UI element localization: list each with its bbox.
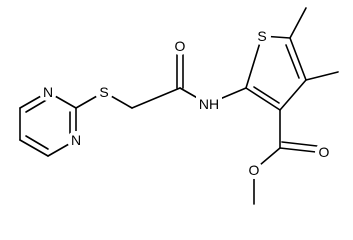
atom-n-pyr-top: N	[39, 83, 57, 101]
bond-pyr-c6-n1-double	[25, 98, 49, 113]
atom-label-nh: NH	[199, 96, 219, 112]
bond-th-s1-c2	[245, 35, 263, 89]
atom-bg	[196, 95, 222, 113]
atom-label-n-top: N	[43, 84, 53, 100]
atom-bg	[39, 83, 57, 101]
molecule-diagram: N N S O NH S O O	[19, 7, 339, 205]
atom-bg	[245, 161, 263, 179]
atom-n-pyr-bottom: N	[67, 131, 85, 149]
bond-pyr-c4-c5	[19, 139, 49, 157]
bond-ester-c-o-double-a	[279, 147, 317, 153]
bond-c4-methyl	[305, 71, 339, 81]
atom-label-s-thioether: S	[99, 84, 108, 100]
atom-bg	[67, 131, 85, 149]
atom-label-n-bottom: N	[71, 132, 81, 148]
atom-bg	[95, 83, 113, 101]
atom-o-amide: O	[171, 37, 189, 55]
bond-th-c4-c5	[289, 37, 307, 81]
atom-bg	[253, 27, 271, 45]
atom-label-o-carbonyl: O	[319, 144, 330, 160]
atom-label-o-ester: O	[249, 162, 260, 178]
atom-o-ester: O	[245, 161, 263, 179]
bond-th-c3-c4	[279, 79, 307, 111]
bond-ch2-co	[131, 87, 181, 109]
atom-label-o-amide: O	[175, 38, 186, 54]
bond-th-c2-c3	[245, 87, 281, 111]
atom-label-s-thiophene: S	[257, 28, 266, 44]
atom-o-carbonyl: O	[315, 143, 333, 161]
atom-labels: N N S O NH S O O	[39, 27, 333, 179]
atom-s-thiophene: S	[253, 27, 271, 45]
atom-bg	[171, 37, 189, 55]
bond-c5-methyl	[289, 7, 307, 39]
bond-pyr-c4-c5-double	[25, 135, 49, 150]
atom-nh-amide: NH	[196, 95, 222, 113]
bond-th-c4-c5-double	[285, 44, 300, 79]
atom-s-thioether: S	[95, 83, 113, 101]
bond-th-c2-c3-double	[253, 86, 280, 104]
atom-bg	[315, 143, 333, 161]
bond-ester-c-o-double-b	[281, 141, 318, 147]
